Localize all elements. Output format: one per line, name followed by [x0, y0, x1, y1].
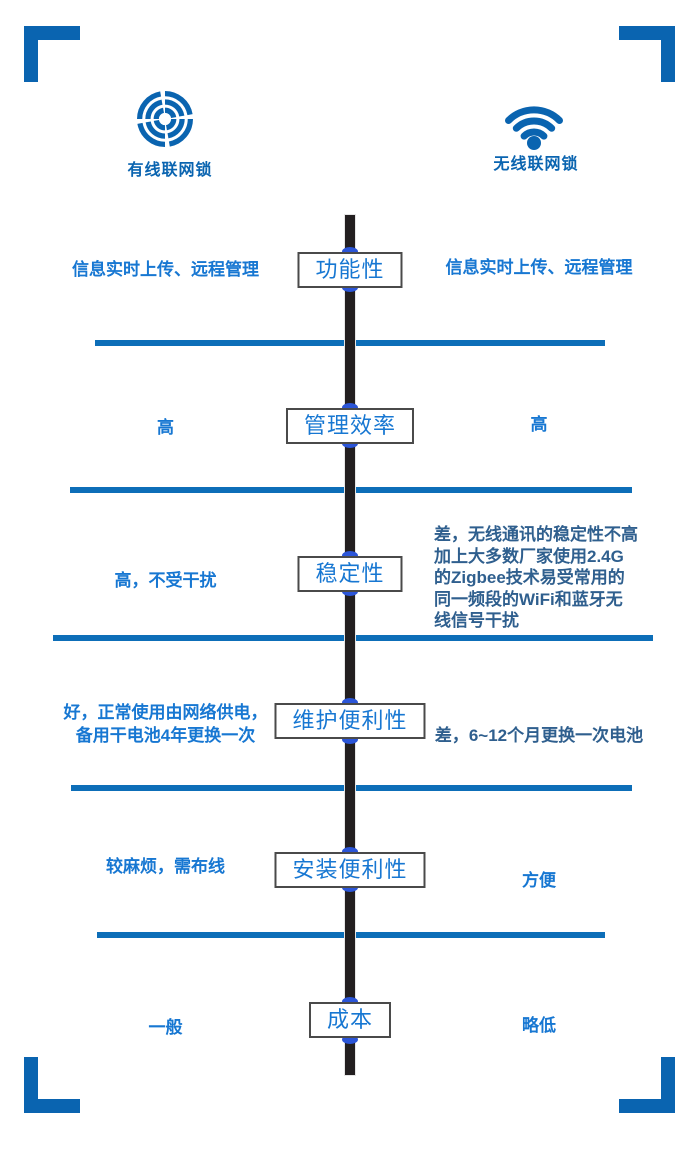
- category-box-maintenance: 维护便利性: [274, 703, 426, 739]
- pinwheel-logo-icon: [136, 90, 194, 148]
- wired-cost-text: 一般: [148, 1018, 183, 1037]
- connector-dot: [342, 403, 358, 412]
- connector-dot: [342, 735, 358, 744]
- wireless-stability-text: 差，无线通讯的稳定性不高 加上大多数厂家使用2.4G 的Zigbee技术易受常用…: [434, 525, 638, 630]
- corner-bracket-top-left: [24, 26, 80, 82]
- connector-dot: [342, 698, 358, 707]
- wireless-management-text: 高: [530, 415, 548, 434]
- category-box-installation: 安装便利性: [274, 852, 426, 888]
- connector-dot: [342, 847, 358, 856]
- wired-management-text: 高: [157, 418, 174, 437]
- corner-bracket-bottom-right: [619, 1057, 675, 1113]
- wireless-cost-text: 略低: [522, 1016, 556, 1035]
- wired-maintenance-text: 好，正常使用由网络供电， 备用干电池4年更换一次: [63, 703, 268, 745]
- category-box-management: 管理效率: [285, 408, 415, 444]
- wired-functionality-text: 信息实时上传、远程管理: [72, 260, 259, 279]
- wired-lock-label: 有线联网锁: [127, 162, 213, 179]
- wired-installation-text: 较麻烦，需布线: [106, 857, 225, 876]
- wireless-lock-label: 无线联网锁: [493, 156, 579, 173]
- connector-dot: [342, 997, 358, 1006]
- wireless-installation-text: 方便: [522, 871, 556, 890]
- central-timeline-bar: [345, 215, 355, 1075]
- corner-bracket-top-right: [619, 26, 675, 82]
- category-box-cost: 成本: [308, 1002, 392, 1038]
- wireless-functionality-text: 信息实时上传、远程管理: [445, 258, 633, 277]
- connector-dot: [342, 1035, 358, 1044]
- corner-bracket-bottom-left: [24, 1057, 80, 1113]
- connector-dot: [342, 551, 358, 560]
- category-box-functionality: 功能性: [297, 252, 403, 288]
- category-box-stability: 稳定性: [297, 556, 403, 592]
- wired-stability-text: 高，不受干扰: [114, 571, 217, 590]
- wireless-maintenance-text: 差，6~12个月更换一次电池: [434, 726, 644, 745]
- connector-dot: [342, 247, 358, 256]
- wifi-icon: [505, 106, 563, 150]
